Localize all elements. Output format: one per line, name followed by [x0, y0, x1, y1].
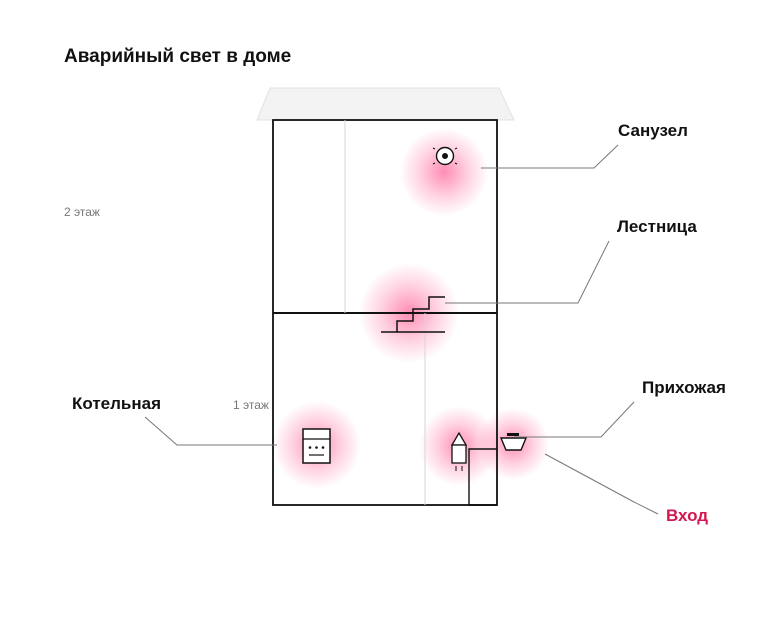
room-label-bathroom: Санузел — [618, 121, 688, 140]
leader-line-bathroom — [481, 144, 619, 169]
room-label-stairs: Лестница — [617, 217, 697, 236]
leader-line-boiler — [144, 416, 277, 446]
stairs-icon — [381, 296, 445, 333]
leader-line-entrance — [544, 453, 659, 515]
roof — [256, 87, 515, 121]
room-label-boiler-room: Котельная — [72, 394, 162, 413]
glow-bathroom — [400, 128, 488, 216]
leader-line-hallway — [514, 401, 635, 438]
floor-label-second: 2 этаж — [64, 205, 100, 219]
boiler-icon — [302, 428, 331, 464]
lamp-icon — [450, 431, 468, 471]
room-label-entrance: Вход — [666, 506, 709, 525]
floor-label-first: 1 этаж — [233, 398, 269, 412]
leader-line-stairs — [445, 240, 610, 304]
room-label-hallway: Прихожая — [642, 378, 726, 397]
page-title: Аварийный свет в доме — [64, 46, 292, 67]
entrance-door — [468, 448, 497, 505]
wall-light-icon — [499, 433, 528, 451]
ceiling-light-icon — [432, 146, 458, 166]
